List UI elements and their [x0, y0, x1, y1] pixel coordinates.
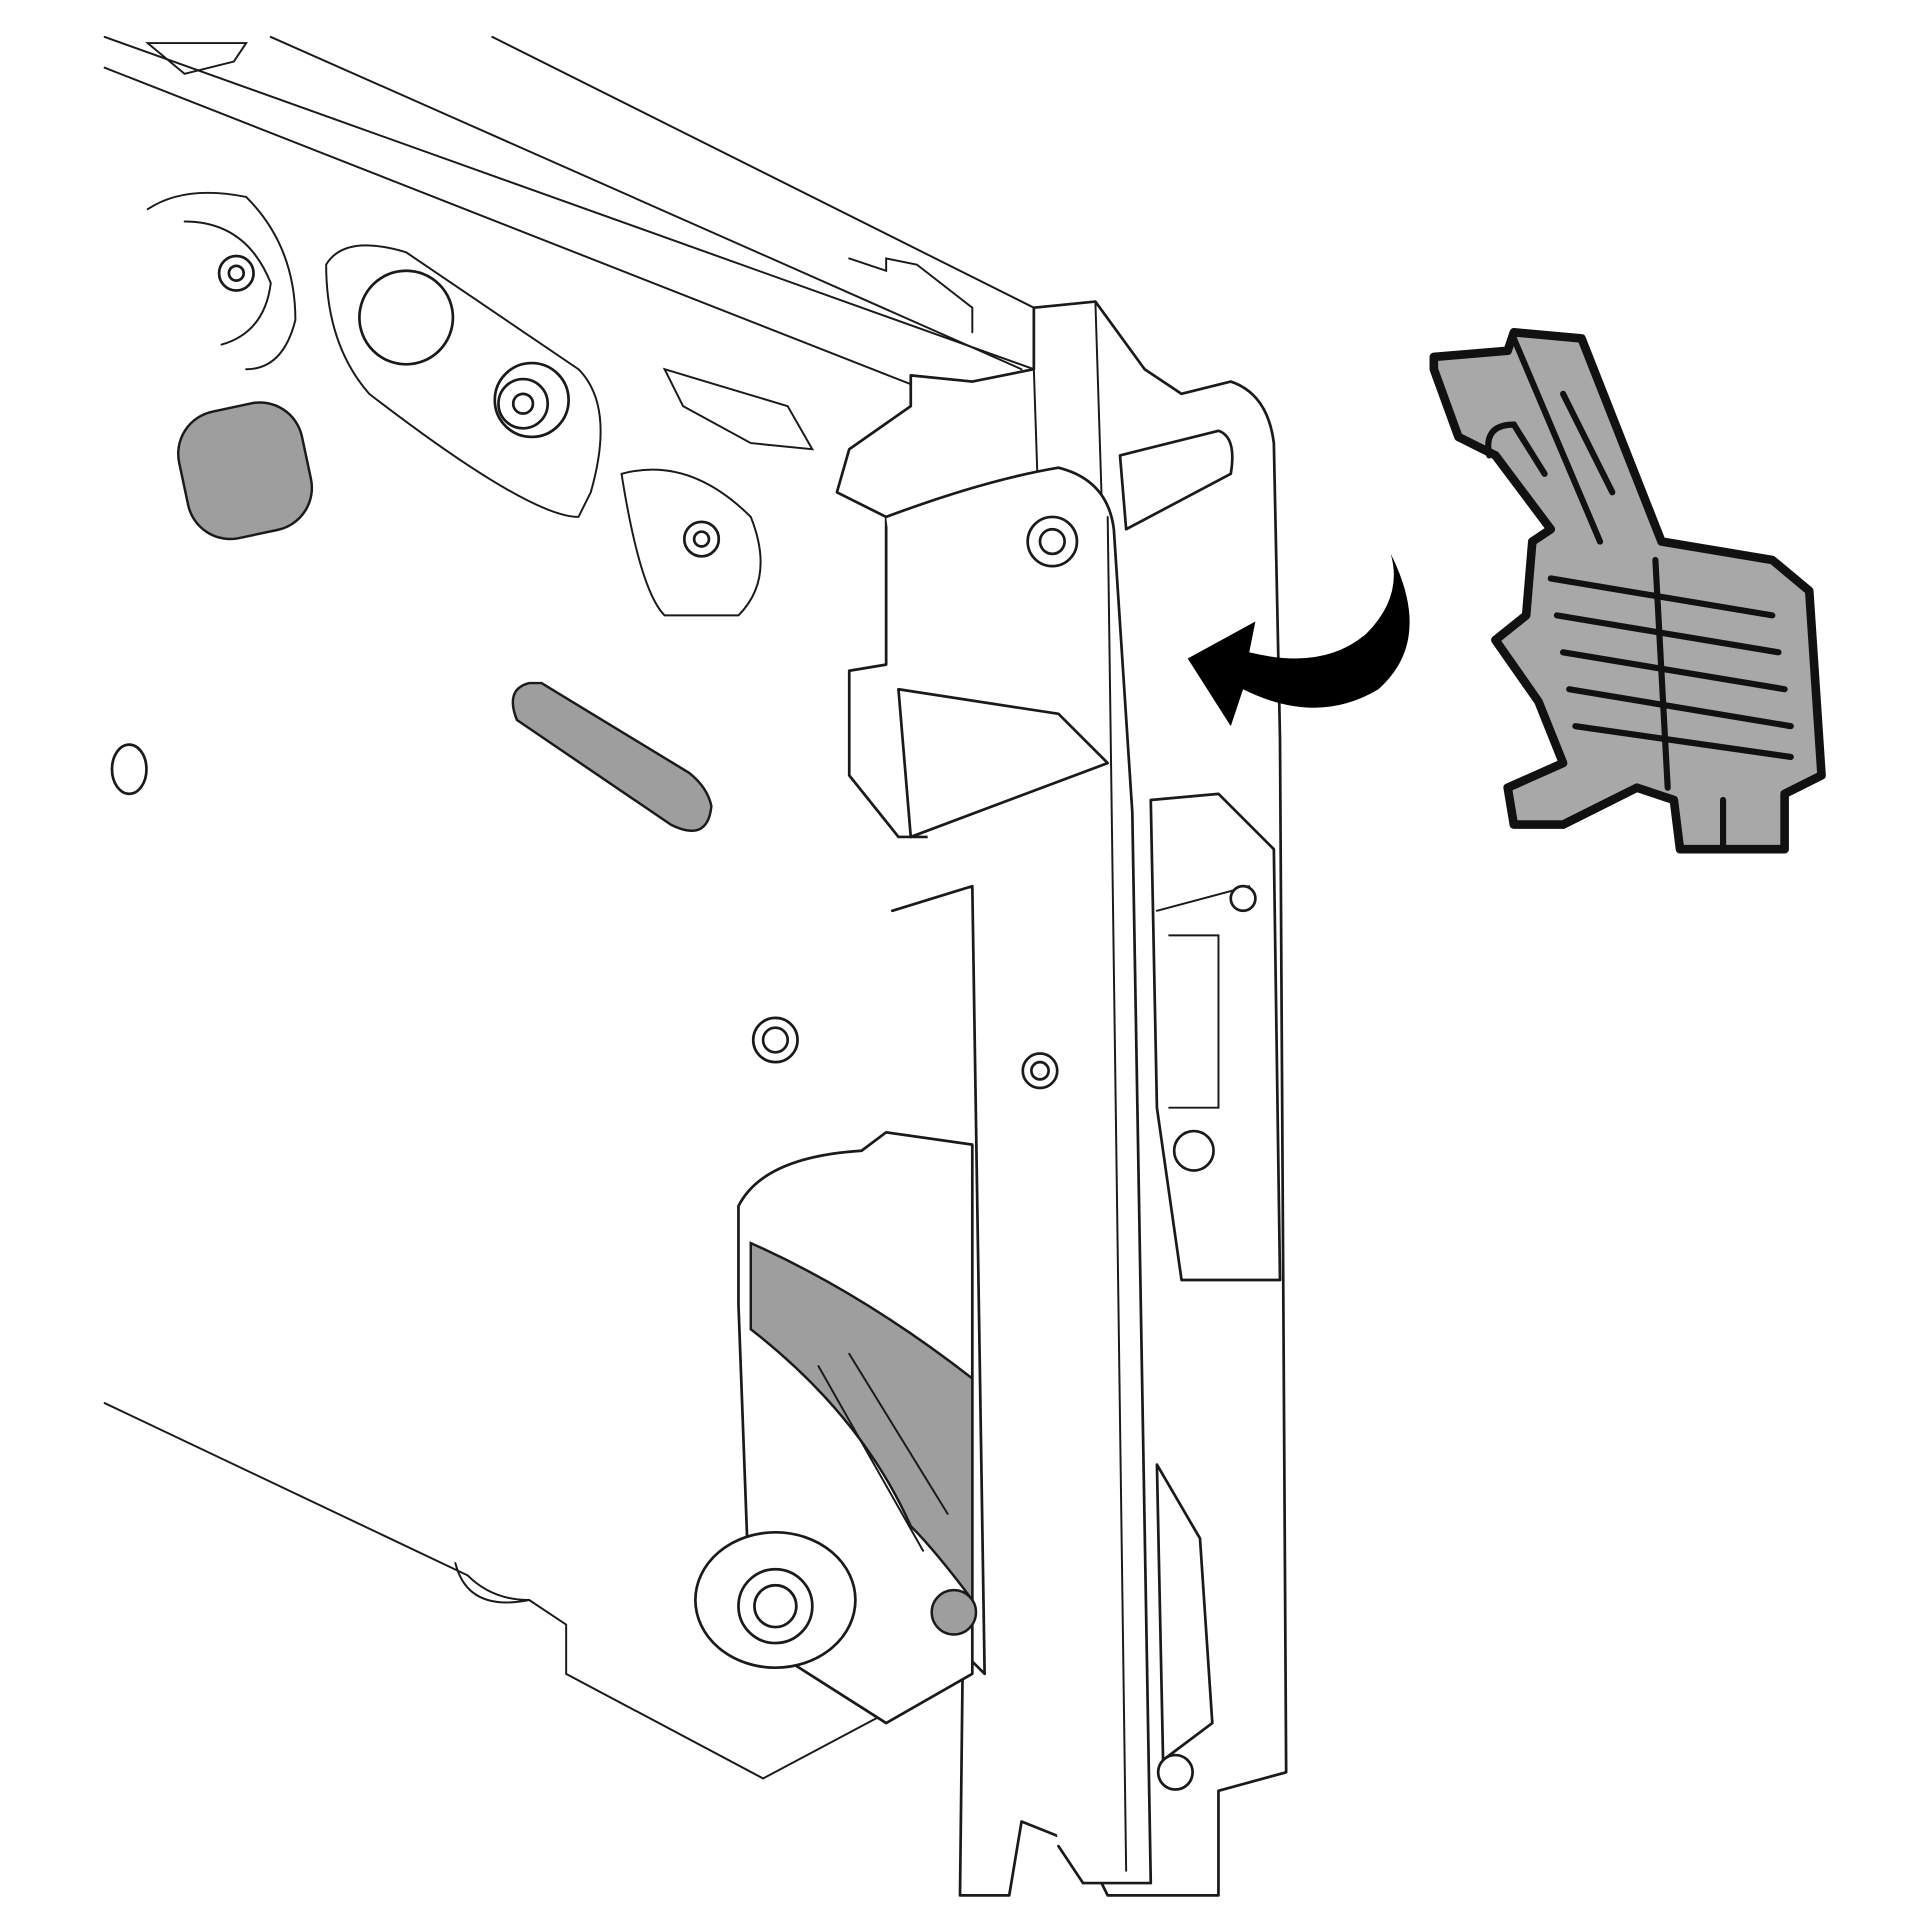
hinge-mechanism — [694, 300, 1288, 1897]
hinge-clip — [1429, 328, 1826, 854]
cabinet-panel — [103, 35, 1035, 1780]
curved-arrow-icon — [1187, 553, 1410, 727]
